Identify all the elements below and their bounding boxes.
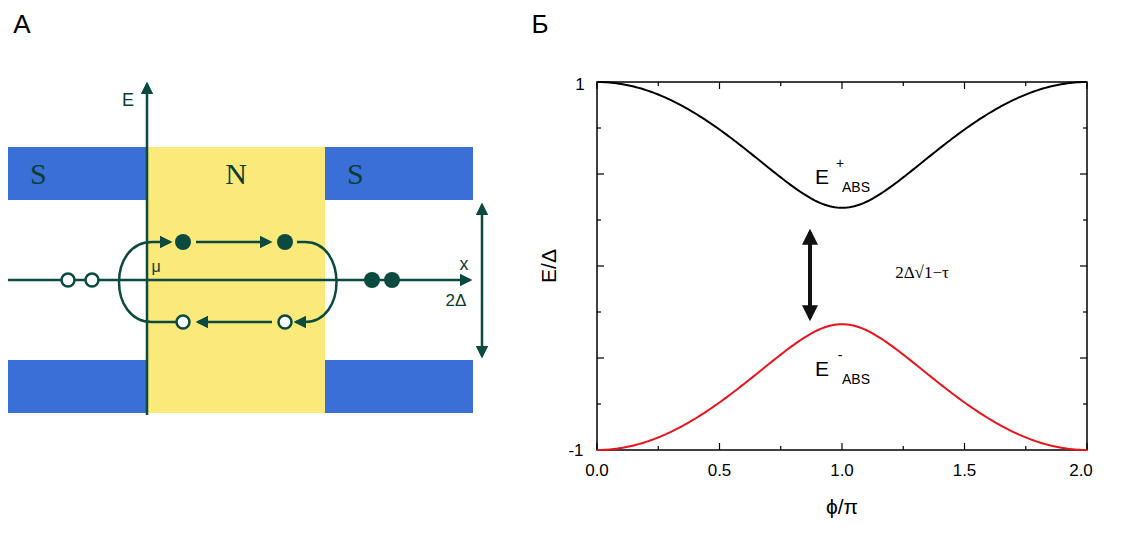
y-tick [597, 403, 601, 404]
superconductor-band: S [8, 147, 147, 200]
x-tick [719, 443, 720, 450]
x-tick [596, 443, 597, 450]
x-tick [780, 82, 781, 86]
x-tick [719, 82, 720, 89]
x-tick [1025, 82, 1026, 86]
x-tick [964, 443, 965, 450]
state-label: E [815, 166, 829, 187]
axis-label: E [122, 91, 134, 109]
region-label: N [225, 147, 247, 200]
state-superscript: + [836, 156, 844, 170]
gap-arrow [808, 232, 812, 318]
andreev-reflection-arrow [296, 242, 337, 322]
y-tick [1083, 403, 1087, 404]
tick-label: -1 [568, 442, 583, 459]
y-tick [597, 219, 601, 220]
x-tick [658, 446, 659, 450]
y-tick [597, 311, 601, 312]
plot-frame [597, 82, 1087, 450]
chemical-potential: μ [151, 259, 160, 275]
x-tick [903, 82, 904, 86]
hole [86, 274, 99, 287]
state-label: E [815, 358, 829, 379]
hole-arrow [198, 321, 272, 324]
x-tick [841, 443, 842, 450]
panel-letter: Б [531, 11, 548, 37]
tick-label: 1.5 [953, 462, 977, 479]
y-tick [1083, 219, 1087, 220]
region-label: S [347, 147, 364, 200]
y-tick [597, 81, 604, 82]
y-tick [597, 173, 604, 174]
y-tick [597, 357, 604, 358]
hole [279, 316, 292, 329]
y-tick [1080, 357, 1087, 358]
cooper-pair [364, 272, 380, 288]
panel-letter: А [13, 11, 30, 37]
state-superscript: - [838, 348, 843, 362]
tick-label: 1 [575, 76, 584, 93]
state-subscript: ABS [842, 372, 870, 386]
y-tick [1080, 81, 1087, 82]
y-tick [597, 449, 604, 450]
energy-axis [146, 84, 149, 415]
andreev-reflection-arrow [119, 242, 178, 322]
superconductor-band: S [325, 147, 473, 200]
upper-abs-curve [597, 82, 1087, 208]
x-tick [903, 446, 904, 450]
x-tick [841, 82, 842, 89]
tick-label: 0.0 [585, 462, 609, 479]
tick-label: 2.0 [1069, 462, 1093, 479]
axis-title: ϕ/π [826, 496, 858, 517]
state-subscript: ABS [842, 180, 870, 194]
cooper-pair [384, 272, 400, 288]
region-label: S [30, 147, 47, 200]
y-tick [597, 127, 601, 128]
x-tick [964, 82, 965, 89]
normal-region: N [147, 147, 325, 413]
x-tick [596, 82, 597, 89]
y-tick [1083, 127, 1087, 128]
x-tick [1025, 446, 1026, 450]
x-tick [1086, 82, 1087, 89]
electron [277, 234, 293, 250]
y-tick [1083, 311, 1087, 312]
hole [62, 274, 75, 287]
x-tick [658, 82, 659, 86]
gap-arrow [481, 205, 484, 356]
gap-formula: 2Δ√1−τ [895, 264, 949, 281]
electron [175, 234, 191, 250]
x-tick [780, 446, 781, 450]
tick-label: 1.0 [830, 462, 854, 479]
gap-label: 2Δ [446, 292, 467, 309]
axis-ticks [597, 82, 1087, 450]
y-tick [1080, 449, 1087, 450]
x-tick [1086, 443, 1087, 450]
hole [177, 316, 190, 329]
tick-label: 0.5 [708, 462, 732, 479]
electron-arrow [196, 241, 270, 244]
axis-title: E/Δ [538, 249, 559, 283]
abs-curves [597, 82, 1087, 450]
lower-abs-curve [597, 324, 1087, 450]
position-axis [8, 279, 470, 282]
superconductor-band [8, 360, 147, 413]
superconductor-band [325, 360, 473, 413]
y-tick [1080, 173, 1087, 174]
y-tick [1080, 265, 1087, 266]
y-tick [597, 265, 604, 266]
axis-label: x [460, 255, 469, 273]
